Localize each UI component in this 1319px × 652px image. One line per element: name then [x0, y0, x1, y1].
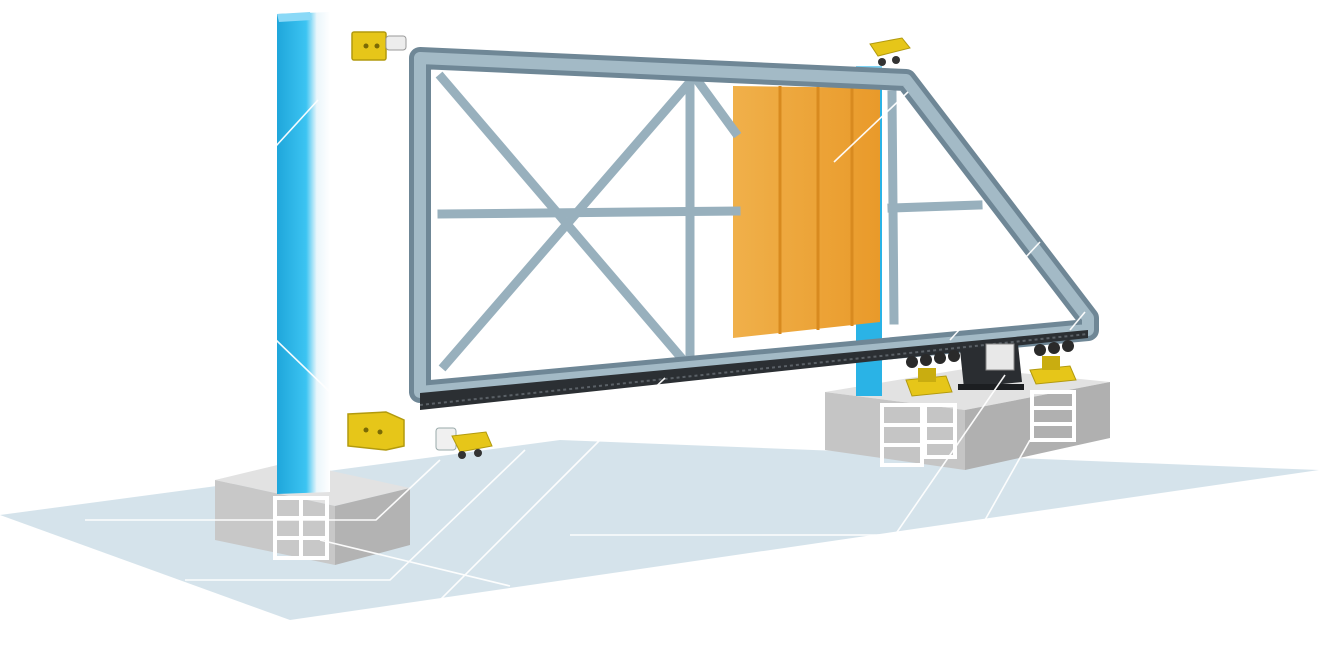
drive-motor — [958, 343, 1024, 390]
infill-panel — [733, 86, 880, 338]
ground-plane — [0, 440, 1319, 620]
upper-catcher — [351, 31, 407, 61]
gate-frame — [409, 47, 1099, 410]
roller-carriages — [905, 340, 1077, 397]
carriage-right — [1029, 340, 1077, 385]
end-roller — [435, 427, 493, 459]
guide-rollers — [869, 37, 911, 66]
left-foundation-block — [215, 462, 410, 565]
left-foundation-cage — [273, 496, 329, 560]
carriage-left — [905, 350, 960, 397]
leader-lines — [85, 91, 1086, 641]
lower-catcher — [347, 411, 405, 451]
gear-rack — [420, 330, 1088, 410]
support-post — [277, 12, 330, 494]
right-foundation-cage — [880, 390, 1076, 467]
